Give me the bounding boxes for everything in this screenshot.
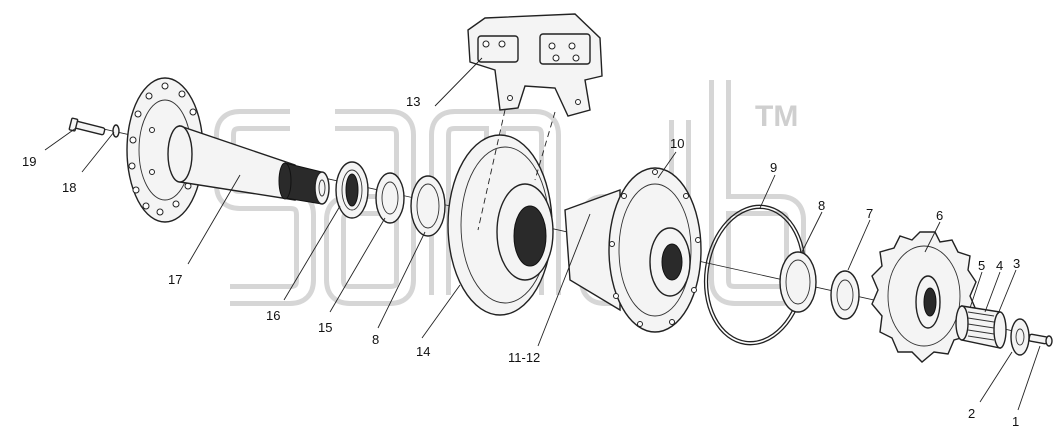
callout-16: 16 bbox=[266, 308, 280, 323]
callout-5: 5 bbox=[978, 258, 985, 273]
callout-14: 14 bbox=[416, 344, 430, 359]
callout-7: 7 bbox=[866, 206, 873, 221]
callout-1: 1 bbox=[1012, 414, 1019, 429]
part-1-screw bbox=[1028, 333, 1053, 347]
callout-10: 10 bbox=[670, 136, 684, 151]
callout-9: 9 bbox=[770, 160, 777, 175]
part-18-washer bbox=[112, 124, 120, 138]
leader-lines bbox=[44, 57, 1041, 411]
part-14-brake-disc bbox=[447, 134, 554, 316]
callout-4: 4 bbox=[996, 258, 1003, 273]
part-13-caliper bbox=[467, 13, 603, 231]
callout-8a: 8 bbox=[372, 332, 379, 347]
part-6-sprocket bbox=[871, 231, 977, 363]
part-8a-bearing-race bbox=[410, 175, 446, 237]
part-5-4-3-coupling bbox=[955, 305, 1007, 349]
part-19-bolt bbox=[68, 117, 106, 136]
callout-17: 17 bbox=[168, 272, 182, 287]
watermark-tm: TM bbox=[755, 100, 798, 133]
callout-18: 18 bbox=[62, 180, 76, 195]
part-15-bearing bbox=[375, 172, 405, 224]
part-17-axle-shaft bbox=[126, 77, 330, 223]
callout-3: 3 bbox=[1013, 256, 1020, 271]
part-8b-bearing-race bbox=[779, 251, 817, 313]
callout-8b: 8 bbox=[818, 198, 825, 213]
part-10-housing bbox=[564, 167, 702, 333]
callout-15: 15 bbox=[318, 320, 332, 335]
callout-2: 2 bbox=[968, 406, 975, 421]
callout-11-12: 11-12 bbox=[508, 350, 540, 365]
callout-19: 19 bbox=[22, 154, 36, 169]
callout-6: 6 bbox=[936, 208, 943, 223]
part-16-seal bbox=[335, 161, 369, 219]
callout-labels: 19 18 17 16 15 8 14 13 11-12 10 9 8 7 6 … bbox=[22, 94, 1020, 429]
part-7-bearing bbox=[830, 270, 860, 320]
callout-13: 13 bbox=[406, 94, 420, 109]
part-2-end-cap bbox=[1010, 318, 1030, 356]
